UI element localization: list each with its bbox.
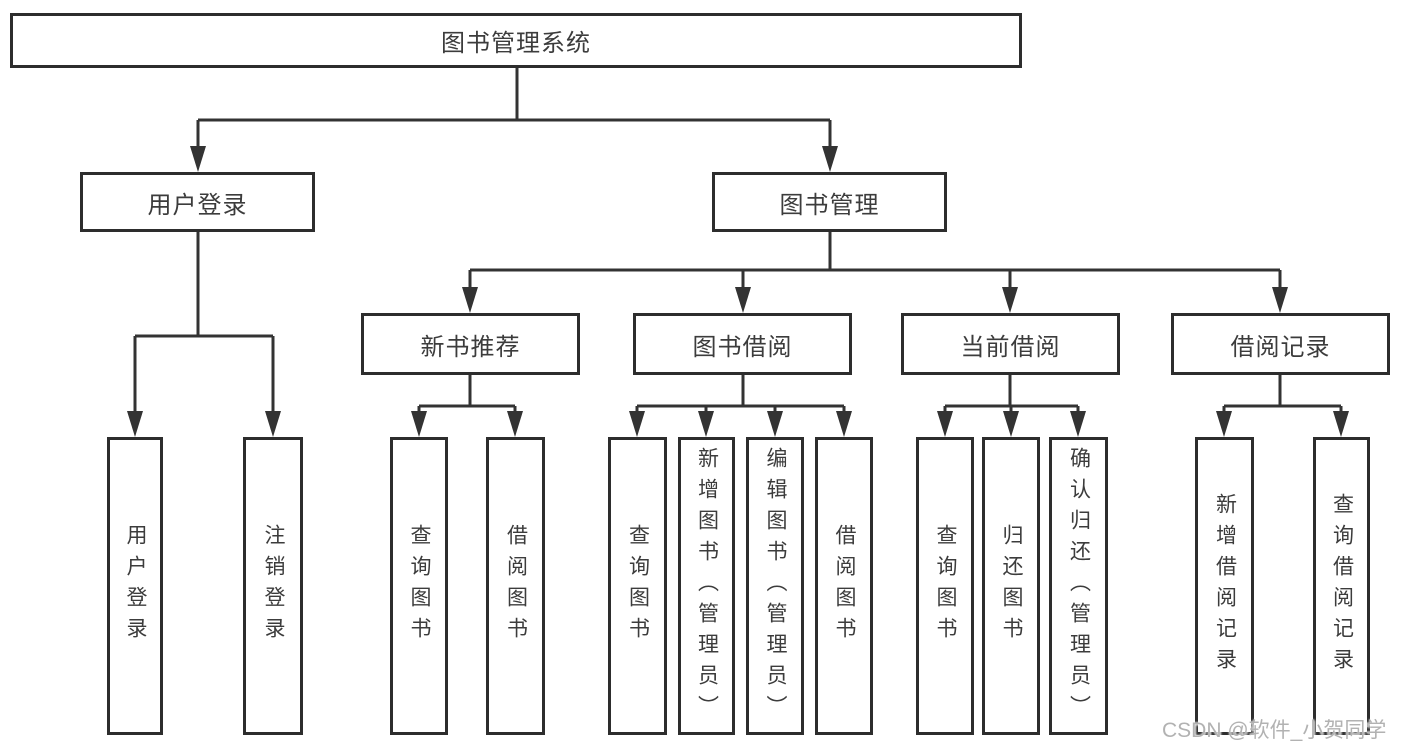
leaf-user-login-label: 用户登录: [124, 524, 147, 648]
node-book-borrowing: 图书借阅: [633, 313, 852, 375]
csdn-watermark: CSDN @软件_小贺同学: [1162, 719, 1387, 742]
leaf-query-borrow-record-label: 查询借阅记录: [1330, 493, 1354, 679]
leaf-add-book-admin-label: 新增图书（管理员）: [695, 446, 719, 726]
leaf-logout: 注销登录: [243, 437, 303, 735]
leaf-borrow-books-borrowing-label: 借阅图书: [833, 524, 856, 648]
leaf-query-borrow-record: 查询借阅记录: [1313, 437, 1370, 735]
node-current-borrowing: 当前借阅: [901, 313, 1120, 375]
leaf-query-books-current-label: 查询图书: [934, 524, 957, 648]
leaf-query-books-recommend-label: 查询图书: [408, 524, 431, 648]
leaf-return-books: 归还图书: [982, 437, 1040, 735]
node-new-book-recommendation: 新书推荐: [361, 313, 580, 375]
leaf-user-login: 用户登录: [107, 437, 163, 735]
node-borrowing-records: 借阅记录: [1171, 313, 1390, 375]
leaf-return-books-label: 归还图书: [1000, 524, 1023, 648]
leaf-add-borrow-record-label: 新增借阅记录: [1213, 493, 1237, 679]
node-library-management-system: 图书管理系统: [10, 13, 1022, 68]
node-book-management: 图书管理: [712, 172, 947, 232]
leaf-add-book-admin: 新增图书（管理员）: [678, 437, 735, 735]
leaf-logout-label: 注销登录: [262, 524, 285, 648]
leaf-borrow-books-borrowing: 借阅图书: [815, 437, 873, 735]
leaf-query-books-recommend: 查询图书: [390, 437, 448, 735]
leaf-edit-book-admin: 编辑图书（管理员）: [746, 437, 804, 735]
leaf-query-books-current: 查询图书: [916, 437, 974, 735]
leaf-query-books-borrowing-label: 查询图书: [626, 524, 650, 648]
node-user-login: 用户登录: [80, 172, 315, 232]
leaf-edit-book-admin-label: 编辑图书（管理员）: [764, 446, 787, 726]
leaf-query-books-borrowing: 查询图书: [608, 437, 667, 735]
arrowheads: [127, 146, 1349, 437]
leaf-add-borrow-record: 新增借阅记录: [1195, 437, 1254, 735]
leaf-confirm-return-admin: 确认归还（管理员）: [1049, 437, 1108, 735]
leaf-confirm-return-admin-label: 确认归还（管理员）: [1067, 446, 1091, 726]
leaf-borrow-books-recommend: 借阅图书: [486, 437, 545, 735]
leaf-borrow-books-recommend-label: 借阅图书: [504, 524, 528, 648]
